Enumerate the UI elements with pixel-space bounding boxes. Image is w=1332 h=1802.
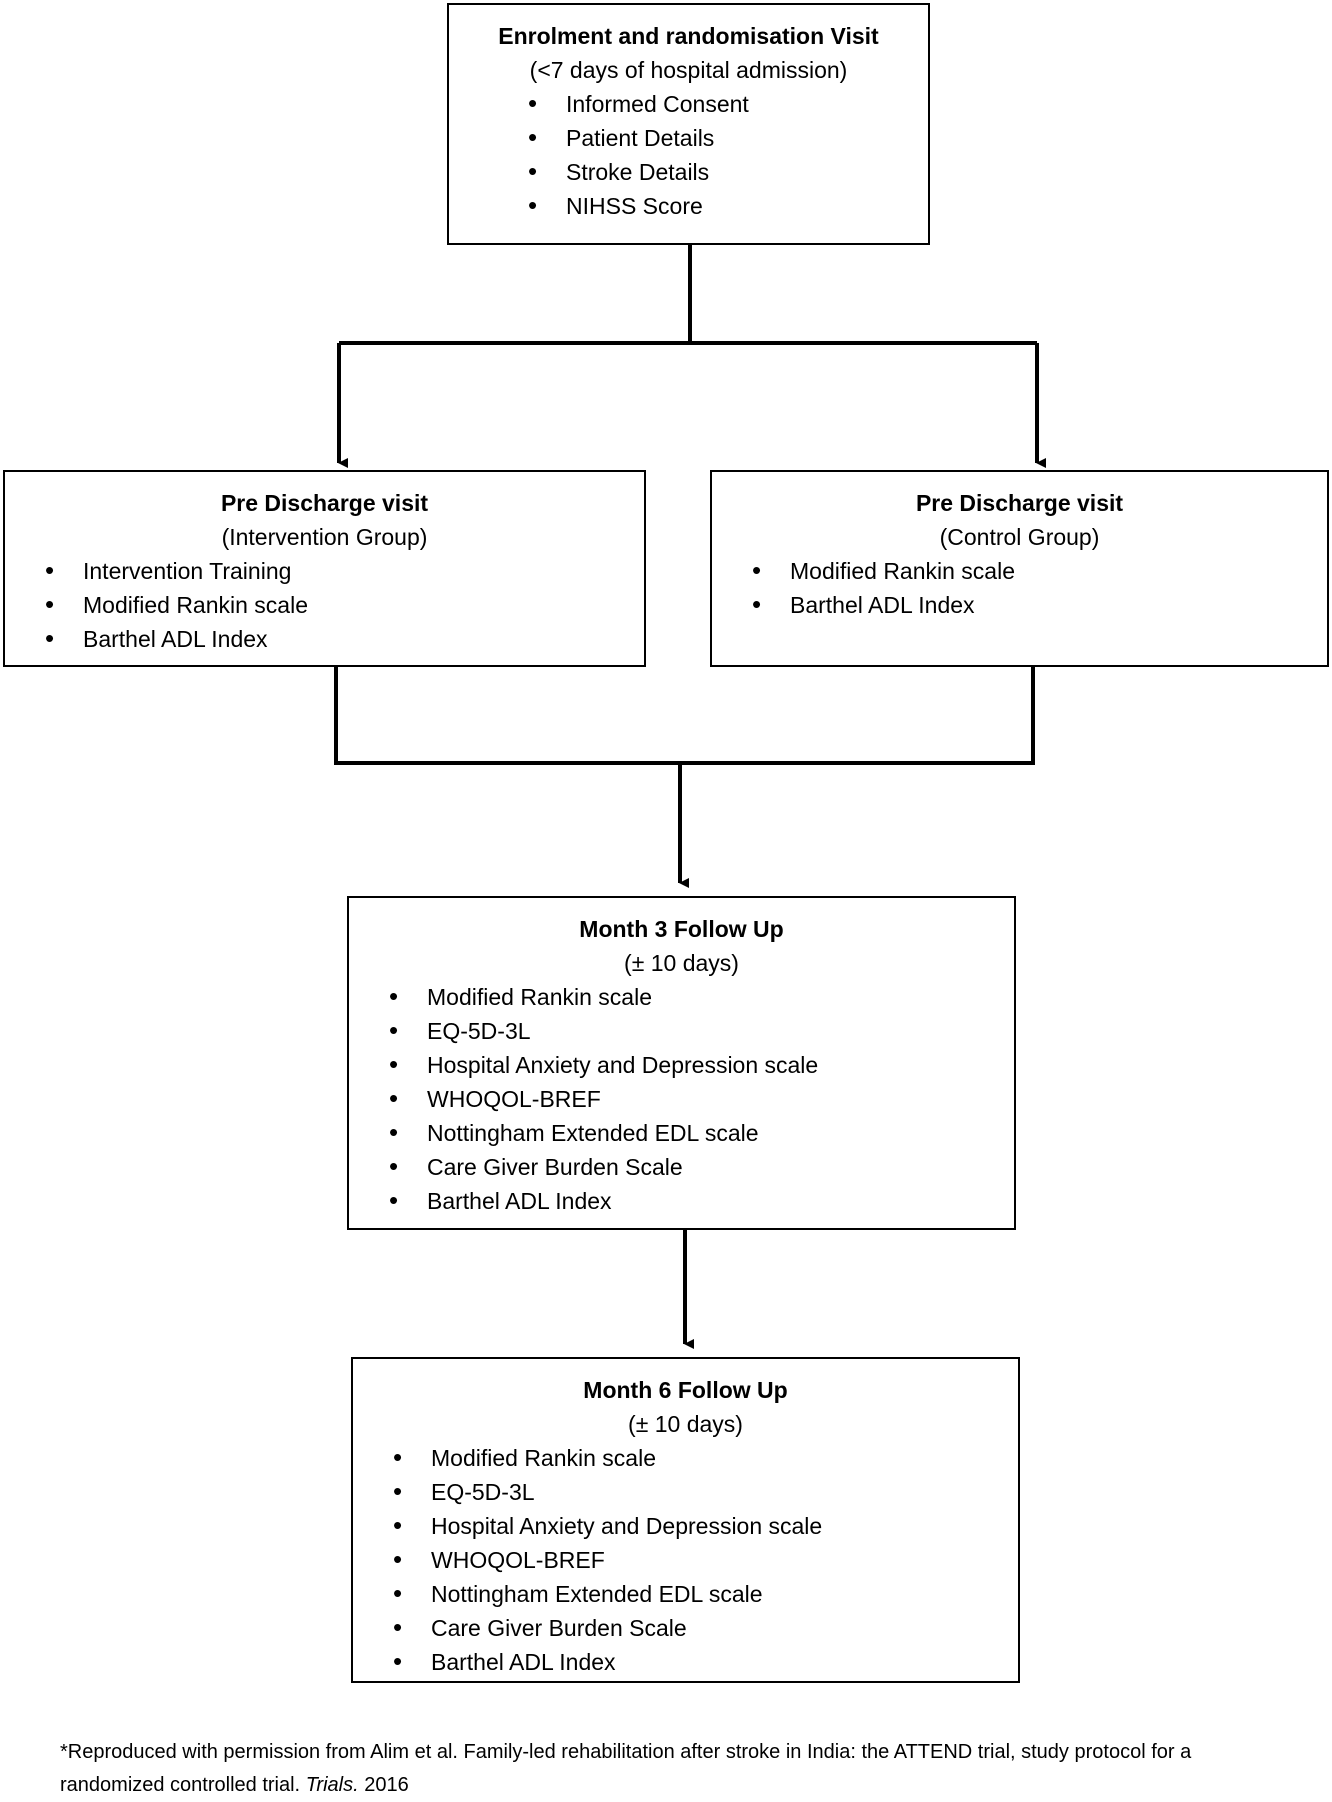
month3-list: Modified Rankin scale EQ-5D-3L Hospital … (389, 979, 1014, 1218)
intervention-title: Pre Discharge visit (220, 490, 429, 516)
intervention-subtitle: (Intervention Group) (221, 524, 428, 550)
list-item: Intervention Training (45, 553, 644, 588)
enrolment-title: Enrolment and randomisation Visit (498, 23, 879, 49)
list-item: Modified Rankin scale (45, 587, 644, 622)
list-item: Modified Rankin scale (389, 979, 1014, 1014)
enrolment-subtitle: (<7 days of hospital admission) (529, 57, 848, 83)
citation-footnote: *Reproduced with permission from Alim et… (60, 1736, 1300, 1802)
list-item: Nottingham Extended EDL scale (389, 1115, 1014, 1150)
control-title: Pre Discharge visit (915, 490, 1124, 516)
enrolment-list: Informed Consent Patient Details Stroke … (528, 86, 928, 223)
list-item: Modified Rankin scale (393, 1440, 1018, 1475)
list-item: EQ-5D-3L (393, 1474, 1018, 1509)
intervention-list: Intervention Training Modified Rankin sc… (45, 553, 644, 656)
list-item: Hospital Anxiety and Depression scale (393, 1508, 1018, 1543)
list-item: Nottingham Extended EDL scale (393, 1576, 1018, 1611)
list-item: NIHSS Score (528, 188, 928, 223)
enrolment-box: Enrolment and randomisation Visit (<7 da… (447, 3, 930, 245)
list-item: Patient Details (528, 120, 928, 155)
footnote-year: 2016 (364, 1774, 409, 1796)
month6-list: Modified Rankin scale EQ-5D-3L Hospital … (393, 1440, 1018, 1679)
month3-subtitle: (± 10 days) (624, 950, 739, 976)
month6-box: Month 6 Follow Up (± 10 days) Modified R… (351, 1357, 1020, 1683)
pre-discharge-intervention-box: Pre Discharge visit (Intervention Group)… (3, 470, 646, 667)
list-item: Barthel ADL Index (393, 1644, 1018, 1679)
list-item: Barthel ADL Index (389, 1183, 1014, 1218)
list-item: Informed Consent (528, 86, 928, 121)
month6-title: Month 6 Follow Up (583, 1377, 788, 1403)
list-item: Barthel ADL Index (752, 587, 1327, 622)
list-item: EQ-5D-3L (389, 1013, 1014, 1048)
list-item: Care Giver Burden Scale (393, 1610, 1018, 1645)
list-item: Stroke Details (528, 154, 928, 189)
list-item: Care Giver Burden Scale (389, 1149, 1014, 1184)
month3-title: Month 3 Follow Up (579, 916, 784, 942)
list-item: WHOQOL-BREF (393, 1542, 1018, 1577)
list-item: Modified Rankin scale (752, 553, 1327, 588)
list-item: WHOQOL-BREF (389, 1081, 1014, 1116)
list-item: Hospital Anxiety and Depression scale (389, 1047, 1014, 1082)
control-subtitle: (Control Group) (939, 524, 1100, 550)
list-item: Barthel ADL Index (45, 621, 644, 656)
control-list: Modified Rankin scale Barthel ADL Index (752, 553, 1327, 622)
footnote-journal: Trials. (305, 1774, 359, 1796)
month3-box: Month 3 Follow Up (± 10 days) Modified R… (347, 896, 1016, 1230)
pre-discharge-control-box: Pre Discharge visit (Control Group) Modi… (710, 470, 1329, 667)
footnote-text: *Reproduced with permission from Alim et… (60, 1741, 1192, 1796)
month6-subtitle: (± 10 days) (628, 1411, 743, 1437)
